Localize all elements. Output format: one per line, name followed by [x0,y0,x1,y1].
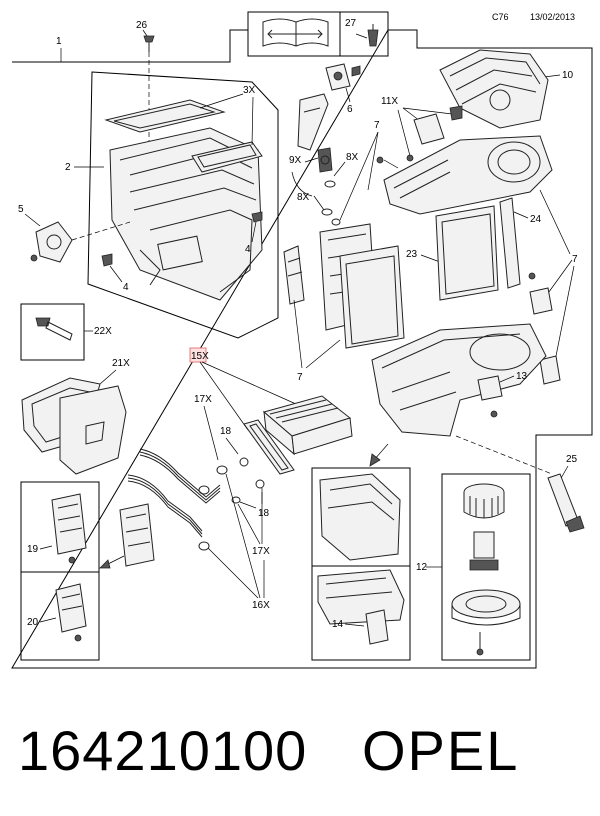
callout-1: 1 [56,36,62,47]
callout-10: 10 [562,70,574,81]
callout-2: 2 [65,162,71,173]
callout-7-bottom: 7 [297,372,303,383]
clip-27-icon [355,24,379,47]
manual-reference-box: 27 [247,11,389,57]
callout-17x-top: 17X [194,394,212,405]
brand-name: OPEL [362,719,520,782]
callout-8x-right: 8X [346,152,359,163]
callout-21x: 21X [112,358,130,369]
actuator-19 [51,493,87,564]
callout-23: 23 [406,249,418,260]
blower-motor-housing-10 [439,49,549,129]
sensor-25 [547,473,585,533]
actuator-5 [30,221,73,263]
clip-4-right [251,211,263,223]
oring-8x-b [321,208,333,216]
screw-22x-box [20,303,85,361]
callout-18-bottom: 18 [258,508,270,519]
pollen-filter-15x [243,395,353,475]
air-intake-housing [383,135,553,215]
callout-15x: 15X [191,351,209,362]
parts-diagram: C76 13/02/2013 27 26 1 2 [11,11,593,669]
diagram-code: C76 [492,12,509,22]
bracket-7 [283,245,305,305]
callout-25: 25 [566,454,578,465]
callout-14: 14 [332,619,344,630]
seal-frame-3x [104,99,263,173]
callout-24: 24 [530,214,542,225]
callout-13: 13 [516,371,528,382]
part-number: 164210100 [18,719,308,782]
filter-cover-24 [499,197,521,289]
callout-27: 27 [345,18,357,29]
bracket-7-right [529,287,561,385]
blower-wheel-12 [463,483,505,519]
callout-4-left: 4 [123,282,129,293]
callout-17x-bottom: 17X [252,546,270,557]
actuator-assembly-center [119,503,155,567]
callout-12: 12 [416,562,428,573]
hose-16x [127,448,265,551]
callout-20: 20 [27,617,39,628]
screw-26 [143,35,155,52]
housing-detail [319,473,401,561]
motor-mount-12 [451,589,521,656]
actuator-11x [406,105,463,162]
callout-15x-highlight [189,347,207,363]
panel-21x [21,377,127,475]
footer: 164210100 OPEL [18,718,588,788]
cabin-filter-23 [435,205,499,301]
evaporator-core [319,223,405,349]
callout-4-right: 4 [245,244,251,255]
callout-5: 5 [18,204,24,215]
callout-3x: 3X [243,85,256,96]
callout-18-top: 18 [220,426,232,437]
sensor-14-box [311,565,411,661]
sensor-14 [365,609,389,645]
actuator-20 [55,583,87,642]
duct-7 [297,93,329,151]
callout-22x: 22X [94,326,112,337]
book-wrench-icon [262,18,329,47]
callout-8x-left: 8X [297,192,310,203]
actuator-20-box [20,571,100,661]
diagram-date: 13/02/2013 [530,12,575,22]
main-frame [11,29,593,669]
callout-9x: 9X [289,155,302,166]
callout-19: 19 [27,544,39,555]
callout-7-top: 7 [374,120,380,131]
resistor-13 [477,375,503,418]
heater-housing-box [87,71,279,339]
clip-4-left [101,253,113,267]
screw-22x [35,317,73,341]
callout-6: 6 [347,104,353,115]
callout-16x: 16X [252,600,270,611]
valve-9x [317,147,333,173]
sensor-6 [325,63,361,91]
housing-detail-lower [317,569,405,625]
callout-26: 26 [136,20,148,31]
blower-motor-12 [469,531,499,571]
callout-11x: 11X [381,96,398,107]
callout-7-right: 7 [572,254,578,265]
oring-8x-a [324,180,336,188]
